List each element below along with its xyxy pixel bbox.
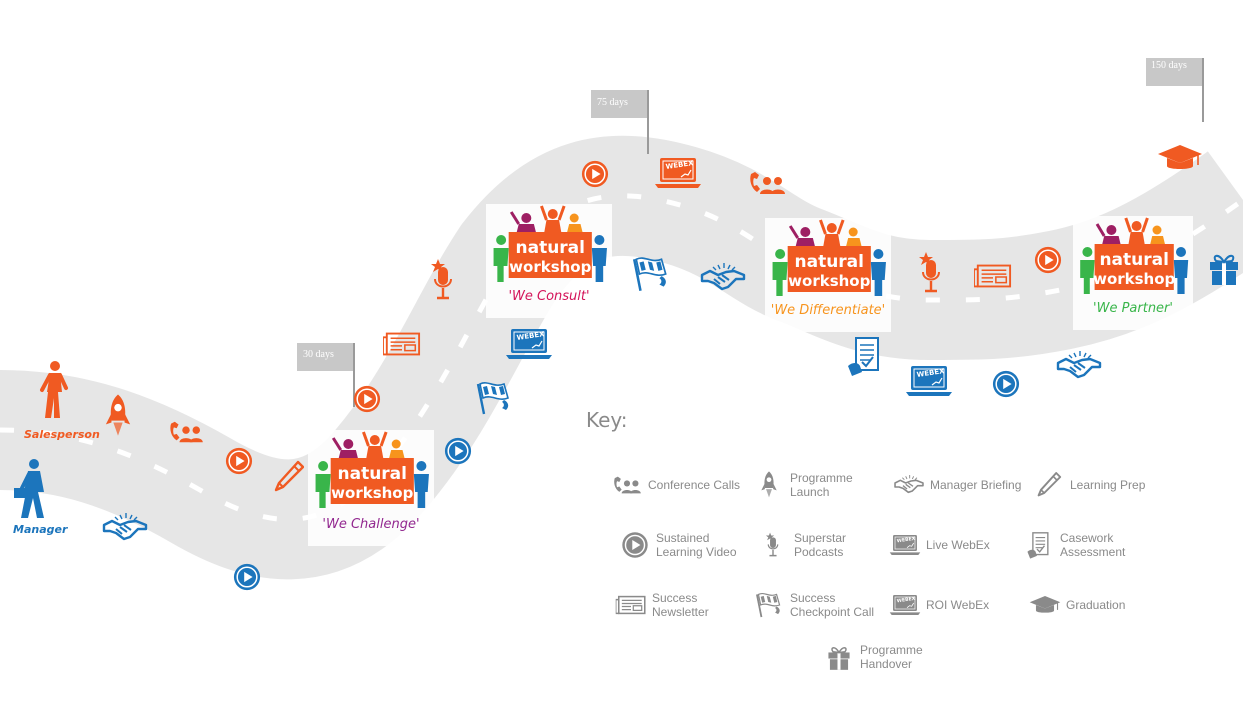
- pencil-icon: [1037, 471, 1062, 497]
- handshake-icon: [1056, 350, 1102, 379]
- webex-laptop-icon: [889, 594, 921, 616]
- key-item: Learning Prep: [1032, 468, 1145, 502]
- key-item-label: Programme Launch: [790, 471, 853, 499]
- key-item-label: Sustained Learning Video: [656, 531, 737, 559]
- salesperson-label: Salesperson: [24, 428, 100, 441]
- milestone-flag-75: 75 days: [591, 90, 649, 154]
- key-item-label: Graduation: [1066, 598, 1126, 612]
- salesperson-figure: Salesperson: [24, 360, 100, 441]
- people-cheering-icon: [788, 219, 863, 248]
- key-item-label: Casework Assessment: [1060, 531, 1126, 559]
- workshop-badge: natural workshop 'We Partner': [1073, 216, 1193, 330]
- person-right-icon: [413, 461, 429, 508]
- milestone-flag-150: 150 days: [1146, 58, 1204, 122]
- newsletter-icon: [615, 595, 646, 615]
- webex-laptop-icon: [889, 534, 921, 556]
- key-item: Programme Handover: [822, 640, 923, 674]
- key-item-label: Programme Handover: [860, 643, 923, 671]
- play-icon: [581, 160, 609, 188]
- workshops: natural workshop 'We Challenge' natural …: [308, 204, 1193, 546]
- play-icon: [621, 531, 649, 559]
- play-icon: [1034, 246, 1062, 274]
- workshop-tagline: 'We Differentiate': [771, 303, 886, 318]
- workshop-title-line2: workshop: [1093, 270, 1175, 288]
- person-left-icon: [315, 461, 331, 508]
- workshop-badge: natural workshop 'We Consult': [486, 204, 612, 318]
- key-item: Superstar Podcasts: [756, 528, 846, 562]
- workshop-title-line2: workshop: [788, 272, 870, 290]
- workshop-tagline: 'We Partner': [1093, 301, 1173, 316]
- people-cheering-icon: [1095, 217, 1166, 246]
- manager-label: Manager: [13, 523, 68, 536]
- webex-laptop-icon: [906, 365, 952, 397]
- person-left-icon: [1080, 247, 1095, 294]
- workshop-board: [330, 458, 414, 504]
- person-right-icon: [1173, 247, 1189, 294]
- key-item: Graduation: [1028, 588, 1125, 622]
- play-icon: [992, 370, 1020, 398]
- microphone-icon: [764, 531, 780, 558]
- graduation-cap-icon: [1029, 595, 1061, 614]
- clipboard-icon: [1026, 531, 1049, 559]
- workshop-title-line1: natural: [1099, 250, 1169, 270]
- person-right-icon: [870, 249, 886, 296]
- key-item: Casework Assessment: [1022, 528, 1125, 562]
- milestone-label: 30 days: [303, 349, 334, 360]
- workshop-title-line2: workshop: [331, 484, 413, 502]
- key-item: Manager Briefing: [892, 468, 1021, 502]
- workshop-title-line2: workshop: [509, 258, 591, 276]
- key-item-label: Manager Briefing: [930, 478, 1022, 492]
- key-item: Conference Calls: [610, 468, 740, 502]
- manager-figure: Manager: [12, 458, 68, 536]
- checkered-flag-icon: [755, 592, 781, 619]
- workshop-tagline: 'We Challenge': [322, 517, 419, 532]
- rocket-icon: [761, 471, 777, 498]
- workshop-title-line1: natural: [795, 252, 865, 272]
- checkered-flag-icon: [632, 256, 668, 293]
- play-icon: [444, 437, 472, 465]
- person-left-icon: [493, 235, 509, 282]
- key-title: Key:: [586, 408, 628, 432]
- workshop-board: [787, 246, 871, 292]
- workshop-badge: natural workshop 'We Challenge': [308, 430, 434, 546]
- key-item: ROI WebEx: [888, 588, 989, 622]
- key-item-label: Success Checkpoint Call: [790, 591, 875, 619]
- workshop-tagline: 'We Consult': [508, 289, 589, 304]
- workshop-title-line1: natural: [338, 464, 408, 484]
- key-item: Success Newsletter: [614, 588, 709, 622]
- road: [0, 135, 1243, 580]
- play-icon: [233, 563, 261, 591]
- people-cheering-icon: [509, 205, 584, 234]
- key-item-label: Success Newsletter: [652, 591, 709, 619]
- conference-call-icon: [614, 476, 641, 494]
- play-icon: [225, 447, 253, 475]
- key-item-label: Superstar Podcasts: [794, 531, 847, 559]
- play-icon: [353, 385, 381, 413]
- key-item-label: Live WebEx: [926, 538, 990, 552]
- person-left-icon: [772, 249, 788, 296]
- key-item-label: Conference Calls: [648, 478, 741, 492]
- person-right-icon: [591, 235, 607, 282]
- key-item-label: ROI WebEx: [926, 598, 990, 612]
- gift-icon: [827, 646, 851, 671]
- milestone-label: 150 days: [1151, 60, 1187, 71]
- key-item: Live WebEx: [888, 528, 990, 562]
- key-item: Sustained Learning Video: [618, 528, 737, 562]
- workshop-badge: natural workshop 'We Differentiate': [765, 218, 891, 332]
- workshop-board: [508, 232, 592, 278]
- key-item-label: Learning Prep: [1070, 478, 1146, 492]
- key-item: Programme Launch: [752, 468, 853, 502]
- workshop-title-line1: natural: [516, 238, 586, 258]
- key-item: Success Checkpoint Call: [752, 588, 874, 622]
- milestone-flag-30: 30 days: [297, 343, 355, 407]
- people-cheering-icon: [331, 431, 406, 460]
- handshake-icon: [893, 473, 925, 494]
- milestone-label: 75 days: [597, 97, 628, 108]
- workshop-board: [1094, 244, 1174, 290]
